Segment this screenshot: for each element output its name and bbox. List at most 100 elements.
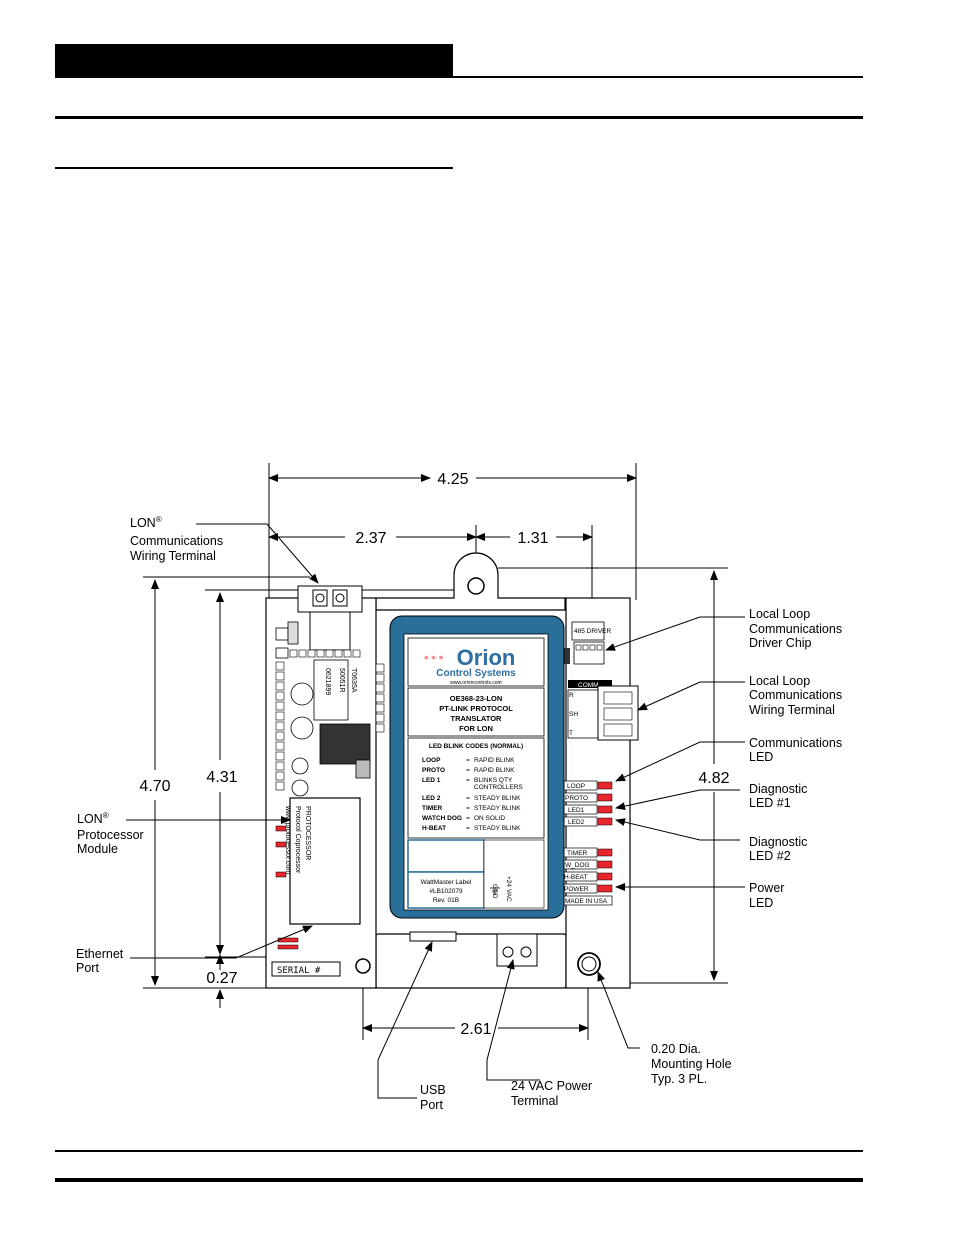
callout-lon-module: LON® Protocessor Module	[77, 811, 144, 856]
terminal-pin-t: T	[569, 730, 573, 737]
local-loop-terminal-line-3: Wiring Terminal	[749, 703, 835, 717]
blink-name-led2: LED 2	[422, 795, 441, 802]
module-text-2: Protocol Coprocessor	[294, 806, 301, 874]
led-label-proto: PROTO	[565, 795, 588, 802]
left-board-components	[275, 621, 371, 797]
right-mounting-hole-inner	[581, 956, 597, 972]
blink-code-led1: BLINKS QTY	[474, 777, 513, 784]
blink-name-hbeat: H-BEAT	[422, 825, 446, 832]
blink-code-proto: RAPID BLINK	[474, 767, 515, 774]
lon-terminal-line-3: Wiring Terminal	[130, 549, 216, 563]
vac-terminal-line-1: 24 VAC Power	[511, 1079, 592, 1093]
terminal-pin-r: R	[569, 692, 574, 699]
local-loop-terminal-line-2: Communications	[749, 688, 842, 702]
lon-module-line-3: Module	[77, 842, 118, 856]
mounting-hole-line-2: Mounting Hole	[651, 1057, 732, 1071]
label-wattmaster-1: WattMaster Label	[421, 879, 472, 886]
ethernet-line-2: Port	[76, 961, 99, 975]
status-label-power: POWER	[564, 886, 589, 893]
left-mounting-hole	[355, 958, 371, 974]
footer-rule-thin	[55, 1150, 863, 1152]
svg-text:LON®: LON®	[130, 515, 162, 530]
label-stars-icon: * * *	[424, 655, 444, 665]
callout-vac-terminal: 24 VAC Power Terminal	[511, 1079, 592, 1108]
lon-terminal-line-2: Communications	[130, 534, 223, 548]
mounting-hole-line-3: Typ. 3 PL.	[651, 1072, 707, 1086]
lon-terminal-line-1: LON	[130, 516, 156, 530]
callout-comm-led: Communications LED	[749, 736, 842, 764]
blink-code2-led1: CONTROLLERS	[474, 784, 523, 791]
pin-header-left	[275, 661, 285, 791]
usb-line-1: USB	[420, 1083, 446, 1097]
callout-local-loop-driver: Local Loop Communications Driver Chip	[749, 607, 842, 650]
driver-chip: 485 DRIVER	[562, 621, 612, 665]
usb-port	[409, 931, 457, 942]
driver-label: 485 DRIVER	[574, 628, 612, 635]
blink-name-led1: LED 1	[422, 777, 441, 784]
pin-header-right	[375, 663, 385, 733]
chip-text-3: T0635A	[350, 668, 357, 693]
lon-module-line-2: Protocessor	[77, 828, 144, 842]
comm-led-line-1: Communications	[749, 736, 842, 750]
protocessor-module: PROTOCESSOR Protocol Coprocessor www.pro…	[284, 797, 361, 925]
label-brand: Orion	[457, 645, 516, 670]
serial-label: SERIAL #	[277, 966, 321, 976]
label-model-1: OE368-23-LON	[450, 694, 503, 703]
blink-eq-led1: =	[466, 777, 470, 784]
comm-label: COMM	[578, 682, 599, 689]
label-wattmaster-3: Rev. 01B	[433, 897, 459, 904]
callout-power-led: Power LED	[749, 881, 784, 910]
led-label-led1: LED1	[568, 807, 585, 814]
lon-module-sup: ®	[103, 811, 109, 820]
chip-text-1: 0621899	[324, 668, 331, 695]
dimension-labels: 4.25 2.37 1.31 4.70 4.31 4.82 0.27 2.61	[139, 471, 729, 1038]
vac-terminal-block	[496, 933, 538, 967]
usb-line-2: Port	[420, 1098, 443, 1112]
callout-local-loop-terminal: Local Loop Communications Wiring Termina…	[749, 674, 842, 717]
diag-led1-line-1: Diagnostic	[749, 782, 807, 796]
section-rule-top	[55, 116, 863, 119]
blink-eq-hbeat: =	[466, 825, 470, 832]
vac-terminal-line-2: Terminal	[511, 1094, 558, 1108]
module-text-1: PROTOCESSOR	[304, 806, 311, 860]
header-bar	[55, 44, 453, 78]
dim-hole-offset: 1.31	[517, 530, 548, 547]
diag-led1-line-2: LED #1	[749, 796, 791, 810]
diag-led2-line-2: LED #2	[749, 849, 791, 863]
callout-diag-led2: Diagnostic LED #2	[749, 835, 807, 863]
ethernet-line-1: Ethernet	[76, 947, 124, 961]
dim-bottom-offset: 0.27	[206, 970, 237, 987]
section-rule-half	[55, 167, 453, 169]
label-model-4: FOR LON	[459, 724, 493, 733]
blink-eq-led2: =	[466, 795, 470, 802]
blink-code-watchdog: ON SOLID	[474, 815, 505, 822]
callout-usb: USB Port	[420, 1083, 446, 1112]
label-website: www.orioncontrols.com	[450, 680, 501, 686]
power-led-line-2: LED	[749, 896, 773, 910]
blink-name-proto: PROTO	[422, 767, 445, 774]
blink-code-led2: STEADY BLINK	[474, 795, 521, 802]
label-model-3: TRANSLATOR	[451, 714, 503, 723]
chip-text-2: 50051R	[338, 668, 345, 693]
diag-led2-line-1: Diagnostic	[749, 835, 807, 849]
blink-eq-proto: =	[466, 767, 470, 774]
power-led-line-1: Power	[749, 881, 784, 895]
svg-text:LON®: LON®	[77, 811, 109, 826]
dim-to-top-hole: 2.37	[355, 530, 386, 547]
dim-overall-width: 4.25	[437, 471, 468, 488]
top-mounting-hole	[467, 577, 485, 595]
dim-board-height: 4.31	[206, 769, 237, 786]
right-mounting-hole	[577, 952, 601, 976]
blink-name-timer: TIMER	[422, 805, 443, 812]
terminal-pin-sh: SH	[569, 711, 578, 718]
blink-code-loop: RAPID BLINK	[474, 757, 515, 764]
label-wattmaster-2: #LB102079	[429, 888, 463, 895]
local-loop-driver-line-2: Communications	[749, 622, 842, 636]
diagnostic-led-strip: LOOP PROTO LED1 LED2	[562, 780, 613, 827]
comm-terminal: COMM R SH T	[567, 680, 639, 741]
comm-led-line-2: LED	[749, 750, 773, 764]
made-in-usa: MADE IN USA	[565, 898, 608, 905]
dim-total-height: 4.70	[139, 778, 170, 795]
callout-diag-led1: Diagnostic LED #1	[749, 782, 807, 810]
